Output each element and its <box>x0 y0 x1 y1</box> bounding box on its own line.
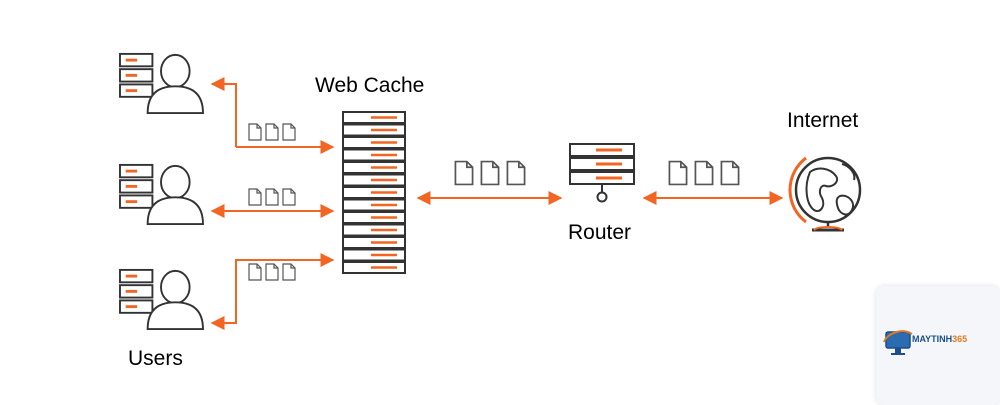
logo-name-accent: 365 <box>952 334 968 344</box>
watermark-logo: MAYTINH365 <box>876 286 1000 405</box>
users-label: Users <box>128 347 183 370</box>
user-workstation-icon <box>118 268 204 330</box>
web-cache-label: Web Cache <box>315 74 425 97</box>
logo-name: MAYTINH <box>912 334 953 344</box>
router-icon <box>569 143 635 203</box>
user-cache-connectors <box>210 77 335 330</box>
user-workstation-icon <box>118 52 204 114</box>
router-label: Router <box>568 221 632 244</box>
web-cache-server-icon <box>342 111 406 274</box>
logo-wordmark: MAYTINH365 <box>912 334 967 344</box>
monitor-logo-icon <box>883 330 913 355</box>
document-icon-group <box>248 123 296 141</box>
globe-icon <box>788 156 862 232</box>
internet-label: Internet <box>787 109 859 132</box>
user-workstation-icon <box>118 163 204 225</box>
document-icon-group <box>248 263 296 281</box>
document-icon-group <box>454 160 526 186</box>
document-icon-group <box>668 160 740 186</box>
document-icon-group <box>248 188 296 206</box>
